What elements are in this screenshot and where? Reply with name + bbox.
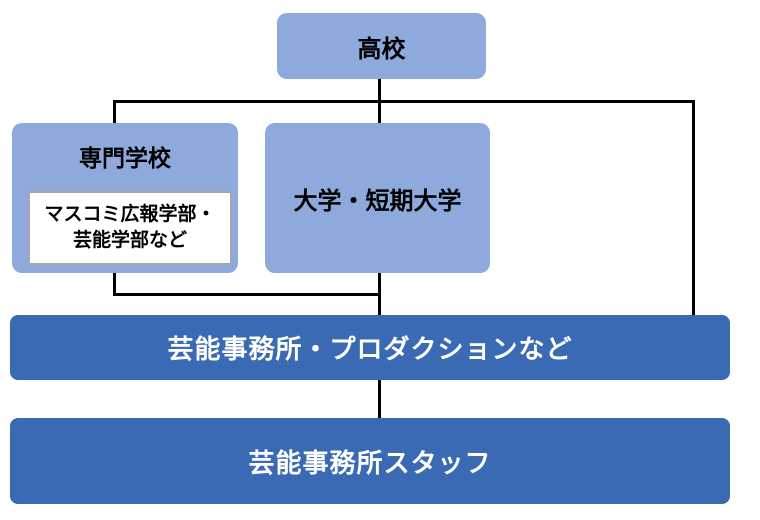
node-agency-staff-label: 芸能事務所スタッフ	[248, 448, 492, 479]
node-university-label: 大学・短期大学	[293, 186, 462, 215]
vocational-departments-line1: マスコミ広報学部・	[44, 203, 216, 226]
node-highschool: 高校	[277, 13, 486, 79]
connector-university-to-agency	[378, 272, 381, 316]
node-university: 大学・短期大学	[265, 123, 490, 273]
connector-agency-to-staff	[378, 379, 381, 419]
node-agency: 芸能事務所・プロダクションなど	[10, 315, 730, 380]
vocational-departments-box: マスコミ広報学部・ 芸能学部など	[28, 191, 232, 265]
node-highschool-label: 高校	[357, 34, 406, 63]
connector-branch-horizontal-top	[113, 100, 695, 103]
node-vocational-school-label: 専門学校	[79, 146, 171, 172]
connector-direct-to-agency	[692, 100, 695, 316]
connector-merge-horizontal-mid	[113, 293, 381, 296]
node-vocational-school: 専門学校 マスコミ広報学部・ 芸能学部など	[12, 123, 238, 273]
vocational-departments-line2: 芸能学部など	[72, 229, 187, 251]
connector-to-vocational	[113, 100, 116, 124]
node-agency-label: 芸能事務所・プロダクションなど	[167, 335, 573, 365]
connector-vocational-down	[113, 272, 116, 296]
node-agency-staff: 芸能事務所スタッフ	[10, 418, 730, 504]
